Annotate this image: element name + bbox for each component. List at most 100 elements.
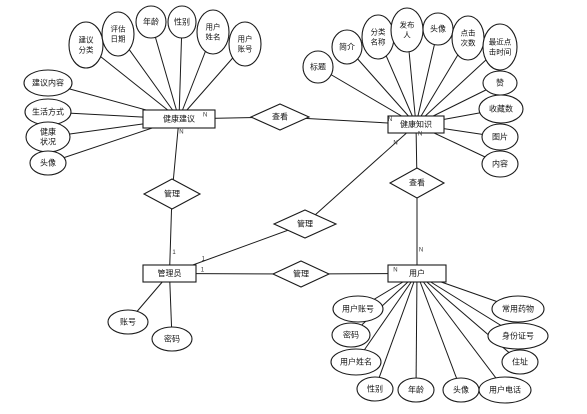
attribute-connector-knowledge-0 xyxy=(317,66,417,125)
attribute-oval-user-8 xyxy=(487,322,549,350)
relationship-connector-r-admin-knowledge-b xyxy=(304,124,417,225)
attribute-connector-user-5 xyxy=(416,273,462,391)
attribute-label-knowledge-7: 赞 xyxy=(496,78,504,88)
attribute-label-user-5: 头像 xyxy=(453,385,469,395)
attribute-oval-user-1 xyxy=(331,322,371,348)
cardinality-r-admin-advice-b: N xyxy=(179,130,183,136)
relationship-label-r-advice-knowledge: 查看 xyxy=(272,112,288,122)
cardinality-r-admin-knowledge-a: 1 xyxy=(202,257,206,263)
entity-box-knowledge xyxy=(387,115,445,134)
attribute-label-knowledge-3-line2: 人 xyxy=(403,31,411,40)
relationship-diamond-r-advice-knowledge xyxy=(249,103,311,131)
attribute-label-knowledge-10: 内容 xyxy=(492,159,508,169)
entity-label-advice: 健康建议 xyxy=(163,114,195,124)
attribute-oval-advice-9 xyxy=(29,150,67,176)
relationship-label-r-admin-user: 管理 xyxy=(293,269,309,279)
relationship-diamond-r-admin-knowledge xyxy=(272,209,338,239)
attribute-oval-user-3 xyxy=(356,376,394,402)
relationship-diamond-r-admin-advice xyxy=(142,178,202,210)
attribute-oval-admin-1 xyxy=(151,326,193,352)
cardinality-r-advice-knowledge-b: N xyxy=(388,117,392,123)
attribute-oval-knowledge-8 xyxy=(478,94,524,124)
attribute-label-user-6: 用户电话 xyxy=(489,385,521,395)
attribute-label-knowledge-9: 图片 xyxy=(492,132,508,142)
attribute-label-advice-7: 生活方式 xyxy=(32,107,64,117)
attribute-label-advice-3: 性别 xyxy=(174,17,190,27)
connector-lines xyxy=(47,21,521,391)
attribute-connector-user-4 xyxy=(415,273,418,391)
entity-box-admin xyxy=(142,264,197,283)
attribute-connector-user-2 xyxy=(355,273,418,363)
attribute-label-knowledge-8: 收藏数 xyxy=(489,104,513,114)
attribute-oval-user-0 xyxy=(332,295,384,323)
attribute-label-advice-6: 建议内容 xyxy=(32,78,64,88)
attribute-oval-user-6 xyxy=(478,376,532,404)
attribute-label-admin-1: 密码 xyxy=(164,334,180,344)
attribute-connector-user-3 xyxy=(374,273,418,390)
attribute-label-knowledge-5: 点击 xyxy=(461,28,476,38)
attribute-label-user-8: 身份证号 xyxy=(502,331,534,341)
attribute-label-knowledge-2-line2: 名称 xyxy=(371,37,386,47)
attribute-label-user-2: 用户姓名 xyxy=(340,357,372,367)
entity-label-knowledge: 健康知识 xyxy=(400,119,432,129)
attribute-label-user-3: 性别 xyxy=(367,384,383,394)
attribute-label-user-7: 住址 xyxy=(512,357,528,367)
attribute-label-knowledge-4: 头像 xyxy=(430,24,446,34)
attribute-label-user-9: 常用药物 xyxy=(502,304,534,314)
attribute-oval-user-7 xyxy=(501,349,539,375)
attribute-oval-knowledge-10 xyxy=(481,150,519,178)
relationship-label-r-admin-advice: 管理 xyxy=(164,189,180,199)
attribute-oval-advice-5 xyxy=(228,21,262,67)
attribute-label-advice-4: 用户 xyxy=(206,22,221,32)
cardinality-r-user-knowledge-b: N xyxy=(418,131,422,137)
attribute-oval-knowledge-1 xyxy=(331,29,363,65)
attribute-oval-advice-6 xyxy=(23,69,73,97)
relationship-label-r-admin-knowledge: 管理 xyxy=(297,219,313,229)
attribute-label-advice-1-line2: 日期 xyxy=(111,35,126,44)
attribute-oval-advice-2 xyxy=(135,5,167,39)
attribute-label-user-4: 年龄 xyxy=(408,385,424,395)
attribute-label-knowledge-6-line2: 击时间 xyxy=(489,47,512,57)
relationship-diamond-r-user-knowledge xyxy=(388,167,446,199)
attribute-oval-knowledge-9 xyxy=(481,123,519,151)
cardinality-r-admin-user-b: N xyxy=(393,268,397,274)
attribute-oval-advice-4 xyxy=(196,9,230,55)
attribute-oval-advice-1 xyxy=(101,11,135,57)
attribute-oval-advice-3 xyxy=(167,5,197,39)
attribute-label-advice-2: 年龄 xyxy=(143,17,159,27)
attribute-label-user-1: 密码 xyxy=(343,330,359,340)
attribute-connector-advice-0 xyxy=(85,44,180,120)
cardinality-r-user-knowledge-a: N xyxy=(419,248,423,254)
attribute-oval-admin-0 xyxy=(107,309,149,335)
attribute-label-knowledge-6: 最近点 xyxy=(489,37,512,47)
attribute-oval-knowledge-6 xyxy=(482,23,518,71)
attribute-connector-knowledge-1 xyxy=(346,46,417,125)
cardinality-r-admin-user-a: 1 xyxy=(201,268,205,274)
entity-box-user xyxy=(387,264,447,283)
attribute-label-advice-5-line2: 账号 xyxy=(238,45,253,54)
attribute-label-user-0: 用户账号 xyxy=(342,304,374,314)
attribute-label-advice-8-line2: 状况 xyxy=(40,137,56,147)
cardinality-r-admin-knowledge-b: N xyxy=(393,140,397,146)
attribute-oval-knowledge-0 xyxy=(302,50,334,84)
attribute-label-advice-8: 健康 xyxy=(40,127,56,137)
attribute-label-admin-0: 账号 xyxy=(120,318,136,327)
cardinality-r-admin-advice-a: 1 xyxy=(172,250,176,256)
attribute-label-knowledge-2: 分类 xyxy=(371,27,386,37)
entity-label-user: 用户 xyxy=(409,268,425,278)
attribute-label-advice-4-line2: 姓名 xyxy=(206,32,221,42)
attribute-label-advice-0-line2: 分类 xyxy=(79,45,94,55)
diagram-labels: 建议分类评估日期年龄性别用户姓名用户账号建议内容生活方式健康状况头像标题简介分类… xyxy=(32,17,534,395)
attribute-oval-user-2 xyxy=(330,348,382,376)
diagram-shapes xyxy=(23,5,549,404)
attribute-label-advice-0: 建议 xyxy=(79,35,94,45)
attribute-connector-advice-2 xyxy=(150,21,180,120)
attribute-label-advice-1: 评估 xyxy=(111,24,126,34)
attribute-label-knowledge-0: 标题 xyxy=(310,62,326,72)
relationship-diamond-r-admin-user xyxy=(271,260,331,288)
attribute-oval-user-9 xyxy=(491,295,545,323)
attribute-label-knowledge-3: 发布 xyxy=(400,20,415,30)
attribute-label-advice-9: 头像 xyxy=(40,158,56,168)
relationship-label-r-user-knowledge: 查看 xyxy=(409,178,425,188)
